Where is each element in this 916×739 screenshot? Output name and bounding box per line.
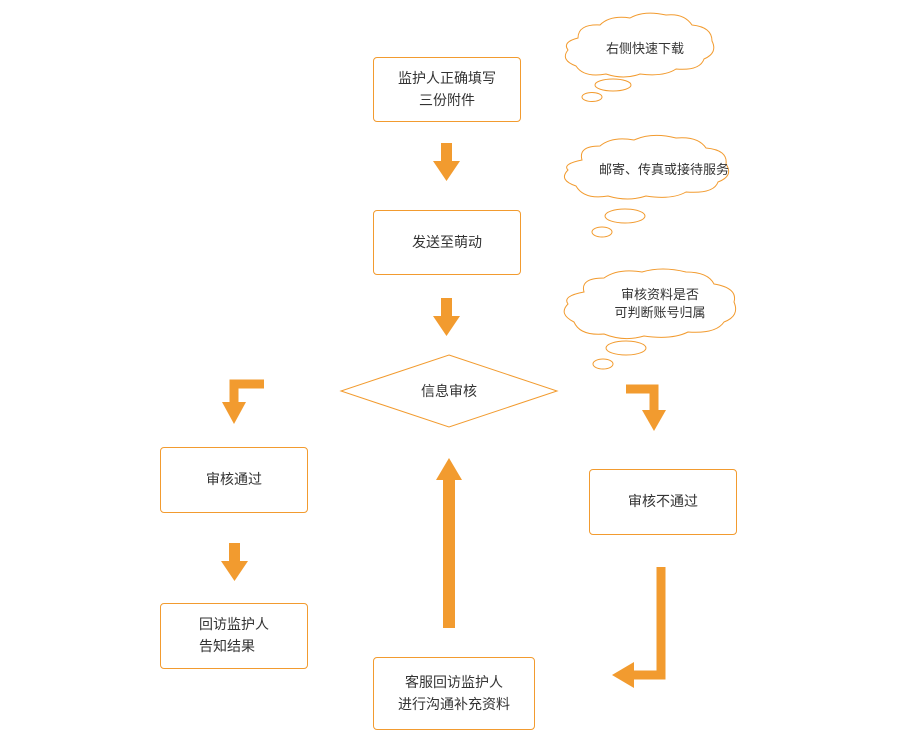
node-send: 发送至萌动 [373,210,521,275]
note-check: 审核资料是否 可判断账号归属 [590,287,730,323]
note-text: 右侧快速下载 [605,42,684,57]
arrow-bend-left-line [229,379,264,402]
arrow-bend-left-head [222,402,246,424]
node-text: 审核通过 [206,472,262,488]
review-diamond [339,354,559,428]
cloud-delivery [563,134,730,200]
cloud-bubble [604,208,646,224]
note-text: 邮寄、传真或接待服务 [598,163,729,178]
node-rejected: 审核不通过 [589,469,737,535]
node-text: 发送至萌动 [412,234,482,251]
node-service: 客服回访监护人 进行沟通补充资料 [373,657,535,730]
cloud-check [563,268,737,340]
node-text: 审核不通过 [628,494,698,510]
node-review-label: 信息审核 [421,384,477,400]
node-text: 监护人正确填写 [398,70,496,87]
node-text: 回访监护人 [199,617,269,633]
cloud-bubble [592,358,614,370]
cloud-bubble [594,78,632,92]
node-approved: 审核通过 [160,447,308,513]
note-fast-download: 右侧快速下载 [580,41,710,59]
note-text: 可判断账号归属 [614,306,706,321]
node-text: 进行沟通补充资料 [398,696,510,713]
cloud-bubble [581,92,603,102]
arrow-bend-return-line [632,567,666,680]
cloud-bubble [605,340,647,356]
note-delivery: 邮寄、传真或接待服务 [576,162,752,180]
note-text: 审核资料是否 [620,288,699,303]
cloud-bubble [591,226,613,238]
node-text: 客服回访监护人 [405,674,503,691]
node-text: 告知结果 [199,639,255,655]
arrow-bend-right-line [626,384,659,412]
arrow-bend-right-head [642,410,666,431]
arrow-bend-return-head [612,662,634,688]
arrow-up-long [436,458,462,628]
arrow-down-3 [221,543,248,581]
node-text: 三份附件 [419,92,475,109]
node-notify: 回访监护人 告知结果 [160,603,308,669]
arrow-down-1 [433,143,460,181]
arrow-down-2 [433,298,460,336]
node-fill-attachments: 监护人正确填写 三份附件 [373,57,521,122]
cloud-fast-download [564,12,715,78]
